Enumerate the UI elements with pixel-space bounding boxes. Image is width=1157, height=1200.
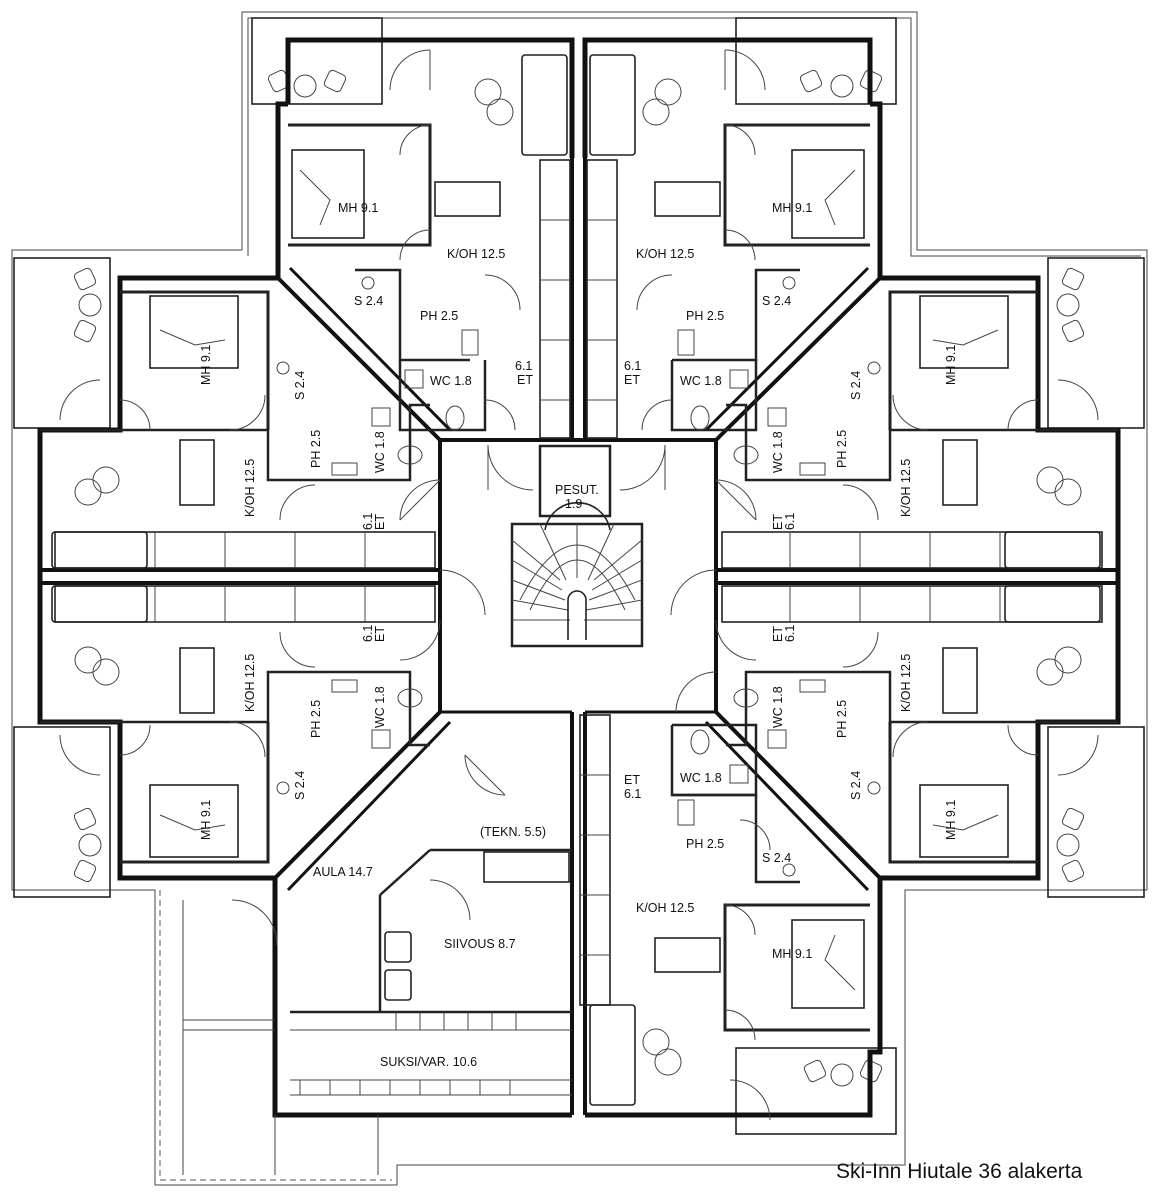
label-bath-wu: PH 2.5 bbox=[309, 430, 323, 468]
kitchen-counters bbox=[51, 54, 1103, 1106]
label-bath-el: PH 2.5 bbox=[835, 700, 849, 738]
label-entry-wu-et: ET bbox=[373, 514, 387, 530]
label-sauna-el: S 2.4 bbox=[849, 771, 863, 800]
beds bbox=[149, 149, 1009, 1009]
label-bedroom-se: MH 9.1 bbox=[772, 947, 812, 961]
label-sauna-wl: S 2.4 bbox=[293, 771, 307, 800]
label-entry-wl: 6.1 bbox=[361, 625, 375, 642]
label-bath-se: PH 2.5 bbox=[686, 837, 724, 851]
label-bedroom-eu: MH 9.1 bbox=[944, 345, 958, 385]
label-entry-el: 6.1 bbox=[783, 625, 797, 642]
label-sauna-ne: S 2.4 bbox=[762, 294, 791, 308]
plan-title: Ski-Inn Hiutale 36 alakerta bbox=[836, 1160, 1083, 1183]
label-bedroom-ne: MH 9.1 bbox=[772, 201, 812, 215]
label-kitchen-se: K/OH 12.5 bbox=[636, 901, 694, 915]
label-entry-ne: 6.1 bbox=[624, 359, 641, 373]
label-bath-eu: PH 2.5 bbox=[835, 430, 849, 468]
label-bedroom-wl: MH 9.1 bbox=[199, 800, 213, 840]
label-sauna-eu: S 2.4 bbox=[849, 371, 863, 400]
label-wc-wu: WC 1.8 bbox=[373, 431, 387, 473]
label-entry-nw-et: ET bbox=[517, 373, 533, 387]
label-wc-ne: WC 1.8 bbox=[680, 374, 722, 388]
label-sauna-se: S 2.4 bbox=[762, 851, 791, 865]
interior-walls bbox=[40, 40, 1118, 1115]
staircase bbox=[510, 501, 644, 648]
label-kitchen-el: K/OH 12.5 bbox=[899, 654, 913, 712]
label-entry-wu: 6.1 bbox=[361, 513, 375, 530]
label-laundry: PESUT. bbox=[555, 483, 599, 497]
label-entry-ne-et: ET bbox=[624, 373, 640, 387]
label-kitchen-nw: K/OH 12.5 bbox=[447, 247, 505, 261]
label-wc-se: WC 1.8 bbox=[680, 771, 722, 785]
label-entry-eu-et: ET bbox=[771, 514, 785, 530]
entrance-canopy bbox=[182, 900, 379, 1175]
service-fixtures bbox=[290, 851, 572, 1096]
label-entry-nw: 6.1 bbox=[515, 359, 532, 373]
label-bedroom-el: MH 9.1 bbox=[944, 800, 958, 840]
door-swings bbox=[59, 49, 1099, 1121]
label-entry-eu: 6.1 bbox=[783, 513, 797, 530]
label-bath-ne: PH 2.5 bbox=[686, 309, 724, 323]
label-wc-nw: WC 1.8 bbox=[430, 374, 472, 388]
label-kitchen-eu: K/OH 12.5 bbox=[899, 459, 913, 517]
label-entry-wl-et: ET bbox=[373, 626, 387, 642]
label-wc-el: WC 1.8 bbox=[771, 686, 785, 728]
label-bedroom-wu: MH 9.1 bbox=[199, 345, 213, 385]
label-bedroom-nw: MH 9.1 bbox=[338, 201, 378, 215]
label-laundry-area: 1.9 bbox=[565, 497, 582, 511]
label-kitchen-wl: K/OH 12.5 bbox=[243, 654, 257, 712]
label-kitchen-ne: K/OH 12.5 bbox=[636, 247, 694, 261]
label-sauna-nw: S 2.4 bbox=[354, 294, 383, 308]
label-wc-eu: WC 1.8 bbox=[771, 431, 785, 473]
label-sauna-wu: S 2.4 bbox=[293, 371, 307, 400]
label-ski-storage: SUKSI/VAR. 10.6 bbox=[380, 1055, 477, 1069]
label-entry-se-et: ET bbox=[624, 773, 640, 787]
label-entry-el-et: ET bbox=[771, 626, 785, 642]
label-cleaning: SIIVOUS 8.7 bbox=[444, 937, 516, 951]
site-outline bbox=[11, 11, 1148, 1186]
label-lobby: AULA 14.7 bbox=[313, 865, 373, 879]
label-technical: (TEKN. 5.5) bbox=[480, 825, 546, 839]
label-entry-se: 6.1 bbox=[624, 787, 641, 801]
label-bath-wl: PH 2.5 bbox=[309, 700, 323, 738]
bath-fixtures bbox=[276, 276, 881, 877]
label-wc-wl: WC 1.8 bbox=[373, 686, 387, 728]
room-labels: MH 9.1 K/OH 12.5 S 2.4 PH 2.5 WC 1.8 6.1… bbox=[199, 201, 958, 1069]
label-bath-nw: PH 2.5 bbox=[420, 309, 458, 323]
exterior-walls bbox=[37, 37, 1121, 1118]
label-kitchen-wu: K/OH 12.5 bbox=[243, 459, 257, 517]
